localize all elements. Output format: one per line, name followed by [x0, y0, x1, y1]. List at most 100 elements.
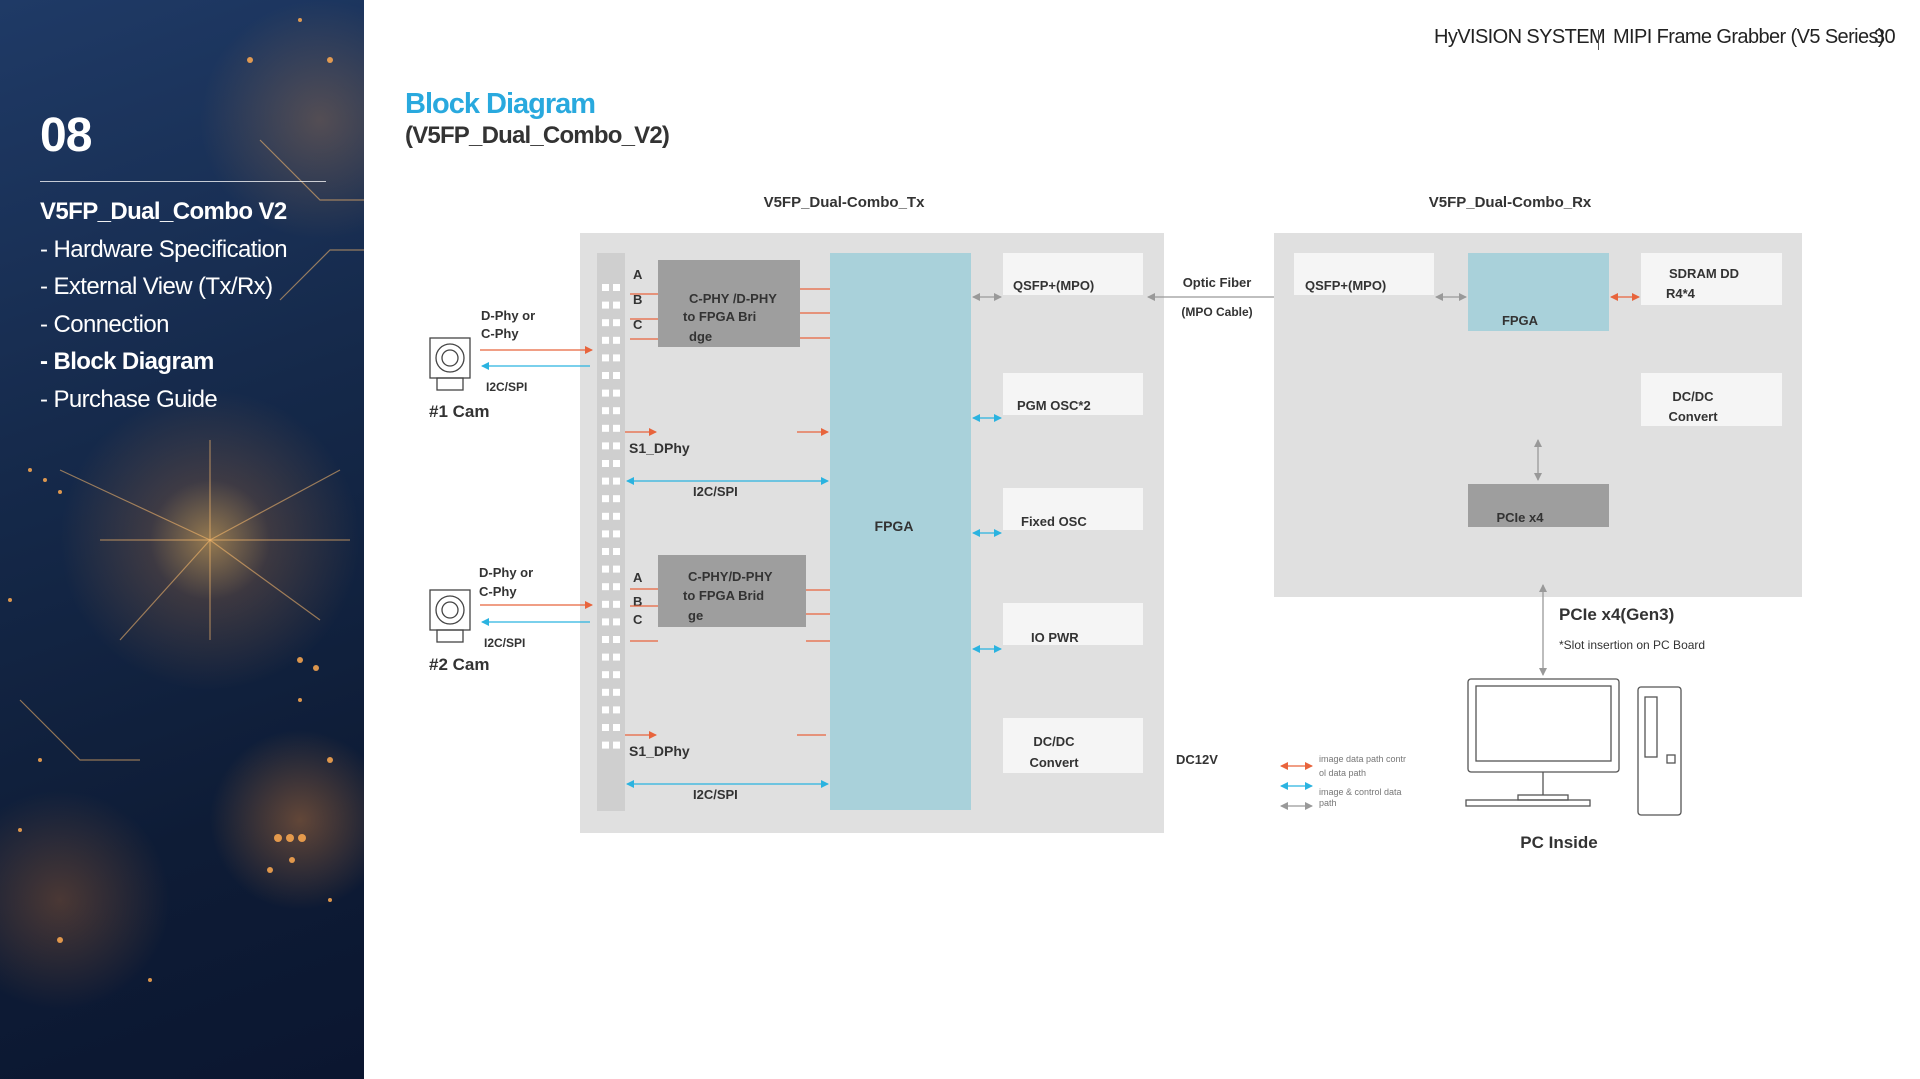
rx-qsfp-box — [1294, 253, 1434, 295]
sidebar-item-block-diagram[interactable]: - Block Diagram — [40, 348, 214, 375]
connector-pin — [613, 636, 620, 643]
connector-pin — [613, 372, 620, 379]
connector-pin — [602, 548, 609, 555]
cam-2-phy: D-Phy or — [479, 565, 533, 580]
tx-qsfp-box — [1003, 253, 1143, 295]
connector-pin — [613, 653, 620, 661]
lane-c-1: C — [633, 317, 643, 332]
rx-pcie-label: PCIe x4 — [1497, 510, 1545, 525]
io-pwr-box — [1003, 603, 1143, 645]
connector-pin — [613, 512, 620, 520]
i2c-spi-label-1: I2C/SPI — [693, 484, 738, 499]
connector-pin — [602, 319, 609, 327]
connector-pin — [613, 284, 620, 291]
bridge-1-line3: dge — [689, 329, 712, 344]
sidebar-item-purchase-guide[interactable]: - Purchase Guide — [40, 386, 218, 413]
bridge-1-line1: C-PHY /D-PHY — [689, 291, 777, 306]
bridge-1-line2: to FPGA Bri — [683, 309, 756, 324]
connector-pin — [613, 671, 620, 679]
sidebar-item-external-view[interactable]: - External View (Tx/Rx) — [40, 273, 273, 300]
connector-pin — [613, 583, 620, 591]
product-name: MIPI Frame Grabber (V5 Series) — [1613, 26, 1885, 48]
connector-pin — [613, 477, 620, 485]
pc-inside-label: PC Inside — [1520, 833, 1597, 852]
connector-pin — [613, 460, 620, 467]
pcie-slot-note: *Slot insertion on PC Board — [1559, 638, 1705, 652]
connector-pin — [613, 706, 620, 714]
connector-pin — [602, 407, 609, 415]
rx-dcdc-box — [1641, 373, 1782, 426]
s1-dphy-label-1: S1_DPhy — [629, 440, 690, 456]
lane-b-1: B — [633, 292, 642, 307]
tx-dcdc-line2: Convert — [1029, 755, 1079, 770]
rx-dcdc-line1: DC/DC — [1672, 389, 1714, 404]
connector-pin — [602, 653, 609, 661]
pcie-gen-label: PCIe x4(Gen3) — [1559, 605, 1674, 624]
connector-pin — [613, 724, 620, 731]
fixed-osc-label: Fixed OSC — [1021, 514, 1087, 529]
connector-pin — [613, 618, 620, 626]
connector-pin — [613, 548, 620, 555]
connector-pin — [602, 724, 609, 731]
connector-pin — [602, 741, 609, 749]
page-number: 30 — [1874, 26, 1896, 48]
bridge-1 — [658, 260, 800, 347]
connector-pin — [613, 407, 620, 415]
connector-pin — [613, 600, 620, 608]
connector-pin — [602, 284, 609, 291]
tx-qsfp-label: QSFP+(MPO) — [1013, 278, 1094, 293]
lane-a-2: A — [633, 570, 643, 585]
cam-1-ctrl: I2C/SPI — [486, 380, 527, 394]
connector-pin — [602, 336, 609, 344]
connector-pin — [602, 389, 609, 397]
connector-pin — [602, 460, 609, 467]
connector-pin — [613, 354, 620, 362]
sidebar-item-hardware-specification[interactable]: - Hardware Specification — [40, 236, 288, 263]
tx-connector-strip — [597, 253, 625, 811]
connector-pin — [613, 741, 620, 749]
page-subtitle: (V5FP_Dual_Combo_V2) — [405, 122, 670, 149]
camera-icon-2 — [429, 589, 471, 643]
sdram-line1: SDRAM DD — [1669, 266, 1739, 281]
connector-pin — [602, 706, 609, 714]
connector-pin — [602, 354, 609, 362]
dc12v-label: DC12V — [1176, 752, 1218, 767]
pgm-osc-box — [1003, 373, 1143, 415]
rx-title: V5FP_Dual-Combo_Rx — [1429, 194, 1592, 211]
connector-pin — [613, 424, 620, 432]
sdram-box — [1641, 253, 1782, 305]
connector-pin — [602, 495, 609, 503]
connector-pin — [602, 688, 609, 696]
lane-a-1: A — [633, 267, 643, 282]
optic-fiber-label: Optic Fiber — [1183, 275, 1252, 290]
connector-pin — [602, 424, 609, 432]
cam-1-phy: D-Phy or — [481, 308, 535, 323]
sidebar-item-connection[interactable]: - Connection — [40, 311, 169, 338]
rx-qsfp-label: QSFP+(MPO) — [1305, 278, 1386, 293]
rx-pcie-box — [1468, 484, 1609, 527]
rx-fpga — [1468, 253, 1609, 331]
sdram-line2: R4*4 — [1666, 286, 1696, 301]
pc-icon — [1465, 678, 1682, 816]
pgm-osc-label: PGM OSC*2 — [1017, 398, 1091, 413]
connector-pin — [602, 442, 609, 450]
sidebar-item-product[interactable]: V5FP_Dual_Combo V2 — [40, 198, 287, 225]
legend-text-3: image & control data — [1319, 787, 1402, 797]
connector-pin — [602, 618, 609, 626]
cam-2-ctrl: I2C/SPI — [484, 636, 525, 650]
sidebar-panel: 08 V5FP_Dual_Combo V2 - Hardware Specifi… — [0, 0, 364, 1079]
bridge-2-line2: to FPGA Brid — [683, 588, 764, 603]
connector-pin — [613, 495, 620, 503]
connector-pin — [613, 688, 620, 696]
cam-2-phy2: C-Phy — [479, 584, 517, 599]
legend-text-4: path — [1319, 798, 1337, 808]
cam-1-label: #1 Cam — [429, 402, 489, 421]
section-number: 08 — [40, 109, 92, 162]
circuit-background-image — [8, 18, 364, 982]
connector-pin — [602, 583, 609, 591]
section-divider — [40, 181, 326, 182]
connector-pin — [613, 565, 620, 573]
header-divider — [1598, 30, 1599, 50]
camera-icon-1 — [429, 337, 471, 391]
connector-pins — [602, 284, 620, 749]
